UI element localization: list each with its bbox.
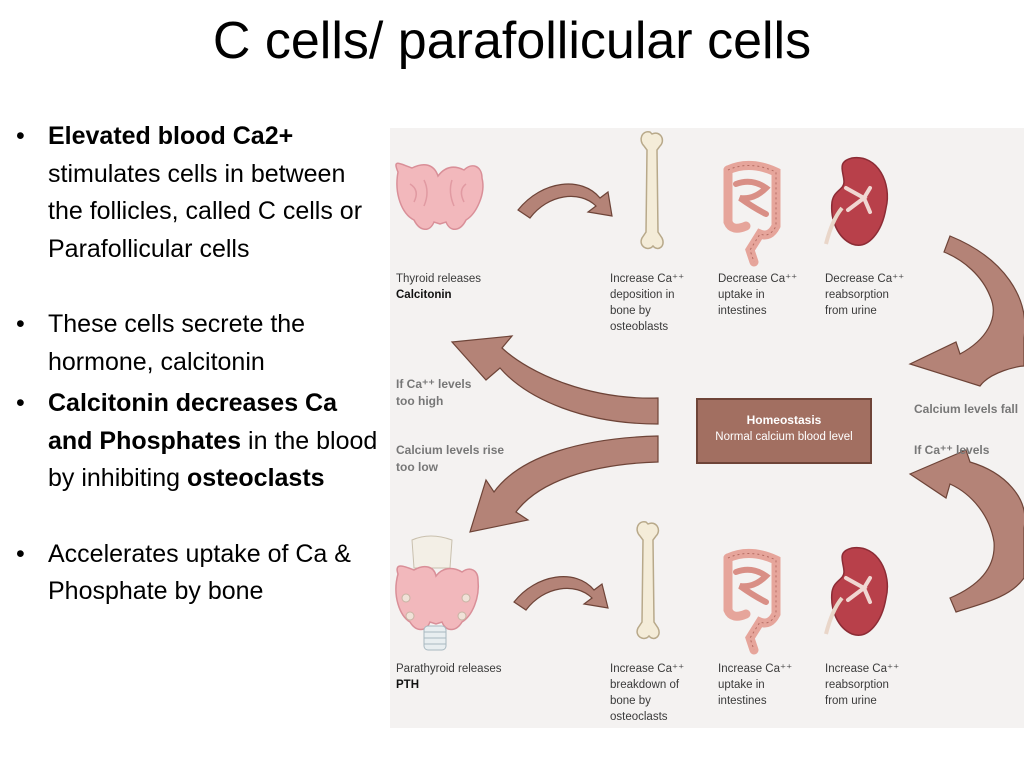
bullet-text: in the blood by inhibiting bbox=[48, 426, 378, 493]
label-line: Increase Ca⁺⁺ bbox=[610, 663, 685, 675]
bullet-item: • Calcitonin decreases Ca and Phosphates… bbox=[12, 385, 384, 498]
bullet-text: Accelerates uptake of Ca & Phosphate by … bbox=[48, 539, 351, 606]
intestine-uptake-label: Decrease Ca⁺⁺ uptake in intestines bbox=[718, 271, 797, 319]
label-line: Thyroid releases bbox=[396, 273, 482, 285]
label-line: intestines bbox=[718, 695, 767, 707]
slide-title: C cells/ parafollicular cells bbox=[212, 12, 812, 70]
hormone-calcitonin: Calcitonin bbox=[396, 289, 452, 301]
too-low-label: Calcium levels rise too low bbox=[396, 442, 504, 476]
curved-arrow-icon bbox=[469, 435, 659, 533]
thyroid-gland-icon bbox=[395, 162, 484, 230]
bone-icon bbox=[636, 520, 660, 640]
label-line: intestines bbox=[718, 305, 767, 317]
bullet-item: • These cells secrete the hormone, calci… bbox=[12, 306, 384, 381]
label-line: uptake in bbox=[718, 289, 765, 301]
bullet-marker: • bbox=[16, 122, 25, 150]
curved-arrow-icon bbox=[908, 235, 1024, 387]
label-line: too high bbox=[396, 394, 444, 408]
label-line: breakdown of bbox=[610, 679, 680, 691]
bone-deposition-label: Increase Ca⁺⁺ deposition in bone by oste… bbox=[610, 271, 684, 335]
levels-label: If Ca⁺⁺ levels bbox=[914, 443, 990, 457]
label-line: Decrease Ca⁺⁺ bbox=[825, 273, 905, 285]
bullet-text: These cells secrete the hormone, calcito… bbox=[48, 310, 306, 376]
parathyroid-label: Parathyroid releases PTH bbox=[396, 661, 501, 693]
bone-breakdown-label: Increase Ca⁺⁺ breakdown of bone by osteo… bbox=[610, 661, 684, 725]
bullet-marker: • bbox=[16, 539, 25, 568]
kidney-reabsorption-label: Decrease Ca⁺⁺ reabsorption from urine bbox=[825, 271, 904, 319]
hormone-pth: PTH bbox=[396, 679, 419, 691]
diagram-graphics bbox=[395, 130, 1024, 728]
intestine-increase-label: Increase Ca⁺⁺ uptake in intestines bbox=[718, 661, 792, 709]
bullet-bold-text: osteoclasts bbox=[186, 464, 325, 492]
label-line: bone by bbox=[610, 305, 651, 317]
homeostasis-title: Homeostasis bbox=[746, 413, 822, 427]
levels-fall-label: Calcium levels fall bbox=[914, 402, 1019, 416]
curved-arrow-icon bbox=[908, 449, 1024, 613]
bullet-marker: • bbox=[16, 310, 25, 338]
bullet-list: • Elevated blood Ca2+ stimulates cells i… bbox=[12, 118, 384, 611]
bullet-text: stimulates cells in between the follicle… bbox=[48, 159, 363, 263]
label-line: osteoblasts bbox=[610, 321, 669, 333]
kidney-increase-label: Increase Ca⁺⁺ reabsorption from urine bbox=[825, 661, 899, 709]
label-line: Decrease Ca⁺⁺ bbox=[718, 273, 798, 285]
label-line: too low bbox=[396, 460, 438, 474]
curved-arrow-icon bbox=[517, 183, 613, 219]
label-line: Increase Ca⁺⁺ bbox=[718, 663, 793, 675]
label-line: Parathyroid releases bbox=[396, 663, 502, 675]
kidney-icon bbox=[824, 545, 890, 638]
curved-arrow-icon bbox=[513, 576, 609, 611]
kidney-icon bbox=[824, 155, 890, 248]
bone-icon bbox=[640, 130, 664, 250]
label-line: bone by bbox=[610, 695, 651, 707]
thyroid-label: Thyroid releases Calcitonin bbox=[396, 271, 481, 303]
bullet-bold-text: Calcitonin decreases Ca and Phosphates bbox=[48, 389, 338, 455]
label-line: Calcium levels rise bbox=[396, 443, 505, 457]
bullet-item: • Accelerates uptake of Ca & Phosphate b… bbox=[12, 536, 384, 611]
label-line: uptake in bbox=[718, 679, 765, 691]
label-line: deposition in bbox=[610, 289, 675, 301]
parathyroid-gland-icon bbox=[395, 535, 480, 651]
label-line: Increase Ca⁺⁺ bbox=[610, 273, 685, 285]
homeostasis-subtitle: Normal calcium blood level bbox=[715, 431, 853, 443]
label-line: from urine bbox=[825, 305, 877, 317]
intestine-icon bbox=[728, 553, 776, 650]
curved-arrow-icon bbox=[450, 335, 659, 425]
label-line: reabsorption bbox=[825, 679, 889, 691]
bullet-item: • Elevated blood Ca2+ stimulates cells i… bbox=[12, 118, 384, 268]
label-line: reabsorption bbox=[825, 289, 889, 301]
homeostasis-box: Homeostasis Normal calcium blood level bbox=[696, 398, 872, 464]
intestine-icon bbox=[728, 165, 776, 262]
label-line: If Ca⁺⁺ levels bbox=[396, 377, 472, 391]
label-line: osteoclasts bbox=[610, 711, 668, 723]
calcium-homeostasis-diagram: Thyroid releases Calcitonin Increase Ca⁺… bbox=[390, 128, 1024, 728]
bullet-marker: • bbox=[16, 389, 25, 417]
label-line: from urine bbox=[825, 695, 877, 707]
bullet-bold-text: Elevated blood Ca2+ bbox=[48, 122, 294, 150]
label-line: Increase Ca⁺⁺ bbox=[825, 663, 900, 675]
too-high-label: If Ca⁺⁺ levels too high bbox=[396, 376, 471, 410]
